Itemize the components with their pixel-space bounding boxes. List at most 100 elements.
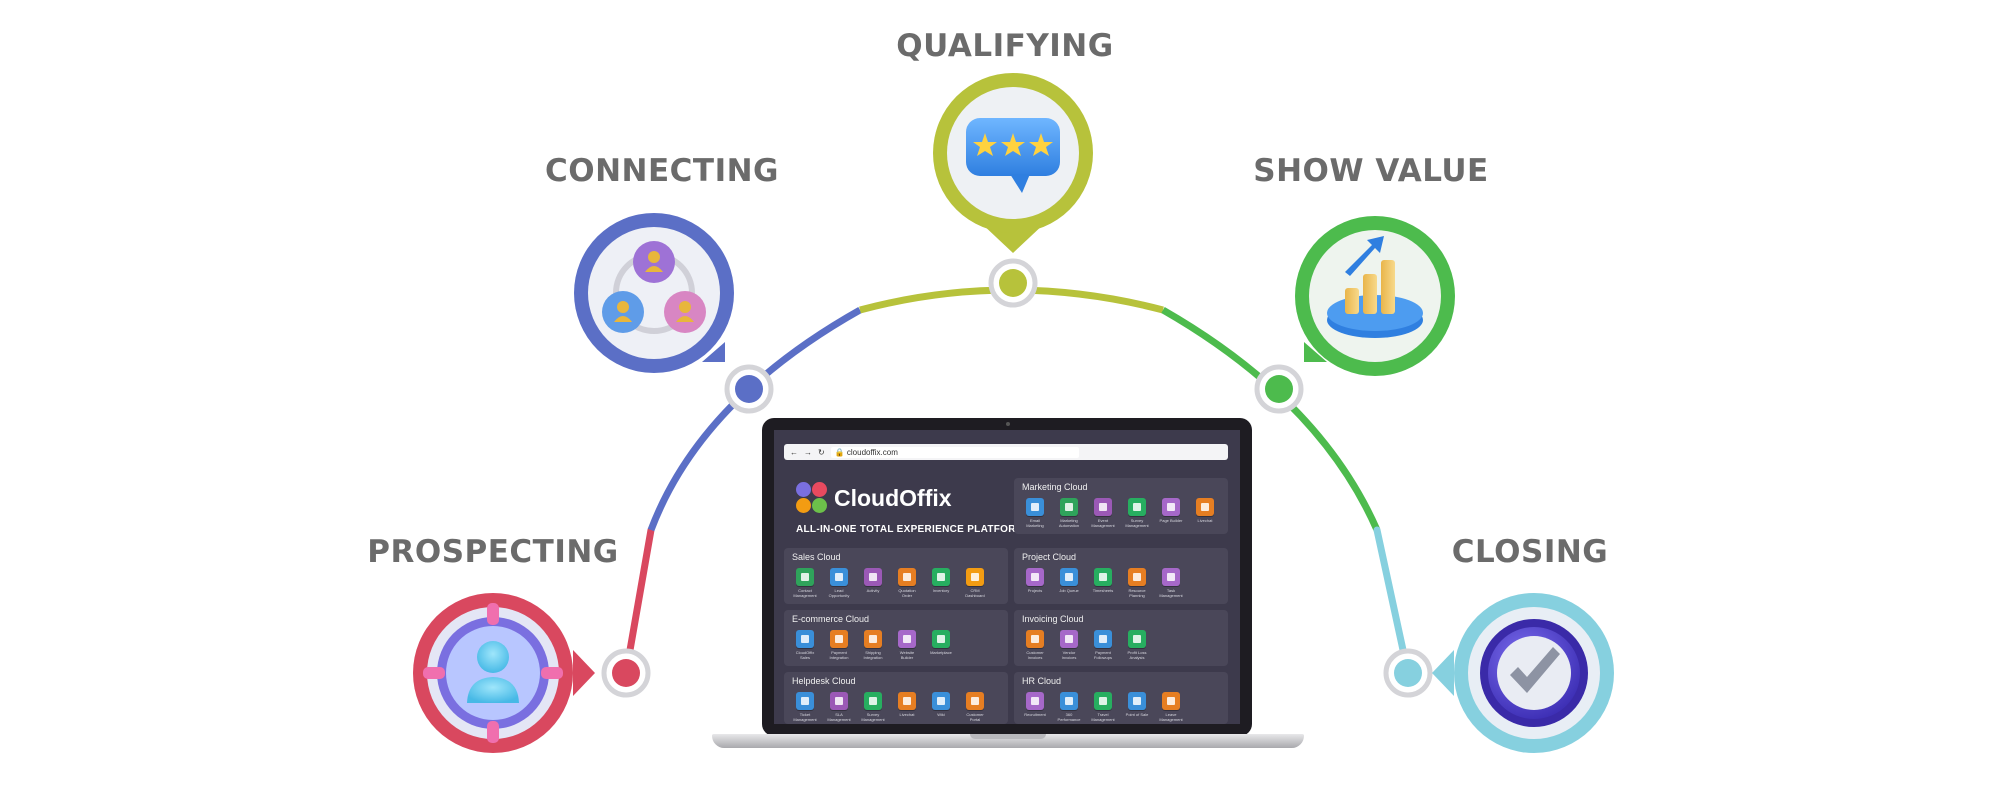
app-tiles: Customer Invoices Vendor Invoices Payment … bbox=[1022, 630, 1150, 660]
app-tile-label: Event Management bbox=[1091, 518, 1115, 528]
app-tile: Job Queue bbox=[1056, 568, 1082, 598]
app-tile-icon bbox=[1026, 692, 1044, 710]
arc-segment-connecting bbox=[647, 306, 862, 532]
app-tile-label: Wiki bbox=[937, 712, 945, 717]
app-tile-label: Activity bbox=[866, 588, 880, 593]
app-tile: Customer Portal bbox=[962, 692, 988, 722]
app-tile-icon bbox=[1162, 498, 1180, 516]
app-tile-icon bbox=[1094, 630, 1112, 648]
app-tile-label: Payment Followups bbox=[1093, 650, 1112, 660]
app-tile: 360 Performance bbox=[1056, 692, 1082, 722]
network-people-icon bbox=[602, 241, 706, 334]
app-tile-label: Resource Planning bbox=[1128, 588, 1146, 598]
app-tile-icon bbox=[1128, 630, 1146, 648]
cloud-panel-title: Project Cloud bbox=[1022, 552, 1077, 562]
webcam bbox=[1006, 422, 1010, 426]
app-tile-icon bbox=[1162, 568, 1180, 586]
app-tile-icon bbox=[1128, 692, 1146, 710]
brand-name: CloudOffix bbox=[834, 484, 952, 511]
stage-label-prospecting: PROSPECTING bbox=[367, 534, 619, 570]
app-tile-label: 360 Performance bbox=[1057, 712, 1081, 722]
app-tile: Wiki bbox=[928, 692, 954, 722]
forward-arrow-icon: → bbox=[804, 447, 812, 457]
app-tile-label: Profit Loss Analysis bbox=[1127, 650, 1147, 660]
laptop-base bbox=[712, 734, 1304, 748]
cloud-panel-title: Invoicing Cloud bbox=[1022, 614, 1084, 624]
cloud-panel-title: E-commerce Cloud bbox=[792, 614, 870, 624]
app-tile: Resource Planning bbox=[1124, 568, 1150, 598]
app-tile-icon bbox=[966, 692, 984, 710]
app-tile-icon bbox=[898, 692, 916, 710]
app-tile-label: Survey Management bbox=[1125, 518, 1149, 528]
app-tile: Website Builder bbox=[894, 630, 920, 660]
app-tile: Timesheets bbox=[1090, 568, 1116, 598]
back-arrow-icon: ← bbox=[790, 447, 798, 457]
app-tile: Shipping Integration bbox=[860, 630, 886, 660]
app-tile-icon bbox=[1094, 692, 1112, 710]
app-tile: Livechat bbox=[894, 692, 920, 722]
app-tile: Livechat bbox=[1192, 498, 1218, 528]
app-tile-label: Inventory bbox=[932, 588, 950, 593]
app-tile-icon bbox=[864, 630, 882, 648]
app-tile-icon bbox=[898, 630, 916, 648]
stage-label-qualifying: QUALIFYING bbox=[896, 28, 1114, 64]
app-tile-label: Customer Invoices bbox=[1026, 650, 1044, 660]
app-tile: Survey Management bbox=[1124, 498, 1150, 528]
app-tile-label: Survey Management bbox=[861, 712, 885, 722]
app-tile-label: Task Management bbox=[1159, 588, 1183, 598]
app-tile-icon bbox=[1094, 498, 1112, 516]
app-tile-icon bbox=[1128, 498, 1146, 516]
app-tile-label: Customer Portal bbox=[966, 712, 984, 722]
app-tile: Contact Management bbox=[792, 568, 818, 598]
app-tile-label: Projects bbox=[1027, 588, 1043, 593]
app-tile-label: CRM Dashboard bbox=[965, 588, 985, 598]
app-tile-label: Quotation Order bbox=[898, 588, 916, 598]
app-tile: Profit Loss Analysis bbox=[1124, 630, 1150, 660]
app-tile: Travel Management bbox=[1090, 692, 1116, 722]
app-tile-label: Point of Sale bbox=[1125, 712, 1149, 717]
app-tile: Marketplace bbox=[928, 630, 954, 660]
stage-label-closing: CLOSING bbox=[1451, 534, 1609, 570]
app-tile-label: Marketing Automation bbox=[1058, 518, 1080, 528]
app-tile: Recruitment bbox=[1022, 692, 1048, 722]
app-tile: Customer Invoices bbox=[1022, 630, 1048, 660]
app-tile-label: Ticket Management bbox=[793, 712, 817, 722]
url-text: 🔒 cloudoffix.com bbox=[830, 446, 1079, 458]
node-qualifying bbox=[988, 258, 1038, 308]
app-tile-icon bbox=[1094, 568, 1112, 586]
badge-closing bbox=[1432, 593, 1614, 753]
app-tile-label: Recruitment bbox=[1024, 712, 1046, 717]
growth-chart-icon bbox=[1327, 236, 1423, 338]
app-tile: Lead Opportunity bbox=[826, 568, 852, 598]
app-tile-label: Vendor Invoices bbox=[1061, 650, 1077, 660]
app-tile: Projects bbox=[1022, 568, 1048, 598]
app-tile-label: Email Marketing bbox=[1026, 518, 1044, 528]
app-tile-icon bbox=[1060, 630, 1078, 648]
app-tile-label: SLA Management bbox=[827, 712, 851, 722]
badge-show-value bbox=[1295, 216, 1455, 376]
cloudoffix-logo-icon bbox=[796, 482, 828, 514]
app-tile-label: CloudOffix Sales bbox=[795, 650, 815, 660]
app-tile: Marketing Automation bbox=[1056, 498, 1082, 528]
app-tile: Quotation Order bbox=[894, 568, 920, 598]
app-tile: Vendor Invoices bbox=[1056, 630, 1082, 660]
app-tile: CloudOffix Sales bbox=[792, 630, 818, 660]
checkmark-badge-icon bbox=[1480, 619, 1588, 727]
app-tile-icon bbox=[796, 568, 814, 586]
node-connecting bbox=[724, 364, 774, 414]
cloud-panel-title: Marketing Cloud bbox=[1022, 482, 1088, 492]
app-tile-label: Contact Management bbox=[793, 588, 817, 598]
cloud-panel-title: HR Cloud bbox=[1022, 676, 1062, 686]
app-tile-icon bbox=[830, 568, 848, 586]
app-tile-label: Livechat bbox=[899, 712, 915, 717]
app-tile-icon bbox=[932, 692, 950, 710]
app-tile-icon bbox=[1060, 692, 1078, 710]
app-tile-icon bbox=[1026, 630, 1044, 648]
reload-icon: ↻ bbox=[818, 447, 825, 457]
